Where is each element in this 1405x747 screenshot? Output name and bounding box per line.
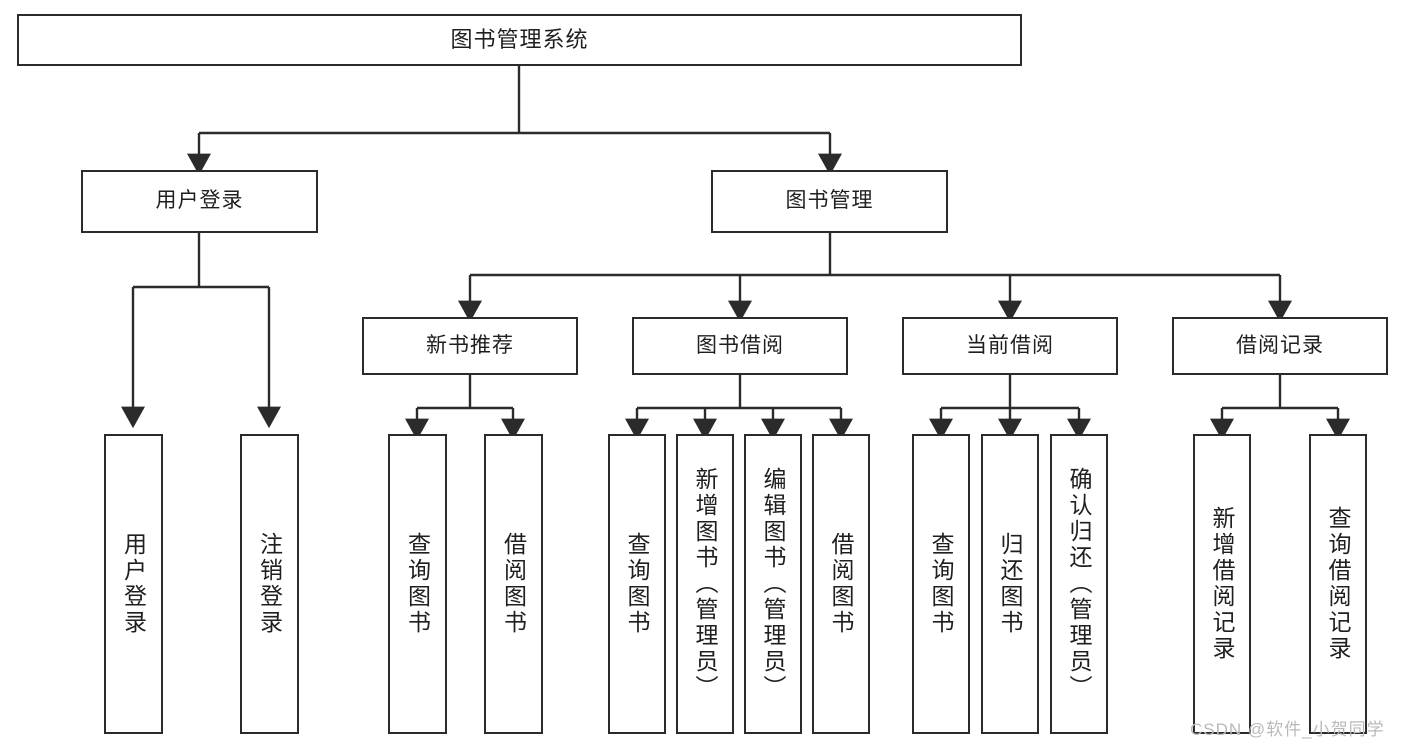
leaf-borrow-record-add-record[interactable]: 新增借阅记录 bbox=[1193, 434, 1251, 734]
leaf-new-book-borrow-book[interactable]: 借阅图书 bbox=[484, 434, 543, 734]
node-user-login[interactable]: 用户登录 bbox=[81, 170, 318, 233]
node-user-login-label: 用户登录 bbox=[155, 189, 244, 213]
leaf-label: 查询图书 bbox=[624, 532, 651, 636]
node-book-borrow[interactable]: 图书借阅 bbox=[632, 317, 848, 375]
node-borrow-record-label: 借阅记录 bbox=[1236, 333, 1324, 357]
leaf-label: 新增借阅记录 bbox=[1209, 506, 1236, 662]
node-current-borrow[interactable]: 当前借阅 bbox=[902, 317, 1118, 375]
leaf-book-borrow-edit-book-admin[interactable]: 编辑图书（管理员） bbox=[744, 434, 802, 734]
leaf-current-borrow-query-book[interactable]: 查询图书 bbox=[912, 434, 970, 734]
leaf-label: 借阅图书 bbox=[500, 532, 527, 636]
leaf-user-login-login[interactable]: 用户登录 bbox=[104, 434, 163, 734]
leaf-new-book-query-book[interactable]: 查询图书 bbox=[388, 434, 447, 734]
leaf-label: 确认归还（管理员） bbox=[1066, 467, 1093, 701]
csdn-watermark: CSDN @软件_小贺同学 bbox=[1190, 720, 1385, 739]
leaf-label: 注销登录 bbox=[256, 532, 283, 636]
leaf-user-login-logout[interactable]: 注销登录 bbox=[240, 434, 299, 734]
leaf-current-borrow-return-book[interactable]: 归还图书 bbox=[981, 434, 1039, 734]
node-root-label: 图书管理系统 bbox=[450, 27, 589, 53]
node-book-borrow-label: 图书借阅 bbox=[696, 333, 784, 357]
leaf-current-borrow-confirm-return-admin[interactable]: 确认归还（管理员） bbox=[1050, 434, 1108, 734]
node-root-book-management-system[interactable]: 图书管理系统 bbox=[17, 14, 1022, 66]
node-book-management-label: 图书管理 bbox=[785, 189, 874, 213]
leaf-book-borrow-add-book-admin[interactable]: 新增图书（管理员） bbox=[676, 434, 734, 734]
leaf-label: 查询图书 bbox=[404, 532, 431, 636]
leaf-label: 查询图书 bbox=[928, 532, 955, 636]
leaf-label: 编辑图书（管理员） bbox=[760, 467, 787, 701]
node-book-management[interactable]: 图书管理 bbox=[711, 170, 948, 233]
leaf-book-borrow-query-book[interactable]: 查询图书 bbox=[608, 434, 666, 734]
leaf-label: 用户登录 bbox=[120, 532, 147, 636]
leaf-label: 归还图书 bbox=[997, 532, 1024, 636]
node-borrow-record[interactable]: 借阅记录 bbox=[1172, 317, 1388, 375]
node-new-book-recommend-label: 新书推荐 bbox=[426, 333, 514, 357]
leaf-label: 借阅图书 bbox=[828, 532, 855, 636]
leaf-label: 查询借阅记录 bbox=[1325, 506, 1352, 662]
leaf-book-borrow-borrow-book[interactable]: 借阅图书 bbox=[812, 434, 870, 734]
leaf-label: 新增图书（管理员） bbox=[692, 467, 719, 701]
leaf-borrow-record-query-record[interactable]: 查询借阅记录 bbox=[1309, 434, 1367, 734]
node-new-book-recommend[interactable]: 新书推荐 bbox=[362, 317, 578, 375]
node-current-borrow-label: 当前借阅 bbox=[966, 333, 1054, 357]
